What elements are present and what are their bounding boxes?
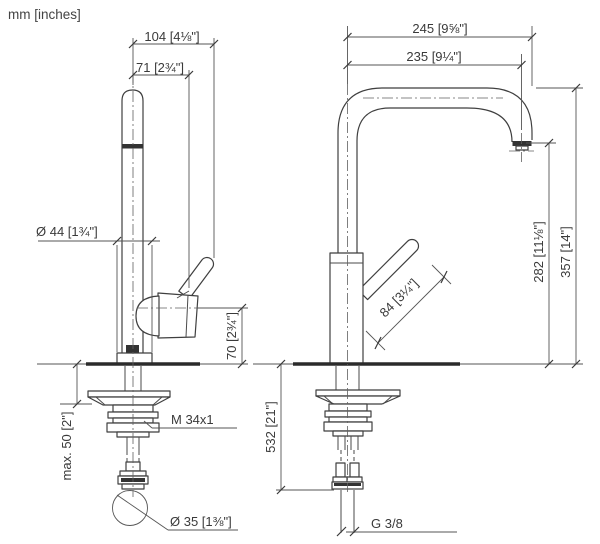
hole-diameter-label: Ø 35 [1⅜"] <box>170 514 232 529</box>
dim-max-deck: max. 50 [2"] <box>59 359 92 481</box>
aerator-band <box>122 144 143 149</box>
dim-spout-reach: 104 [4⅛"] <box>128 29 219 258</box>
stabilizer-plate <box>87 390 171 398</box>
dim-overall-reach-label: 245 [9⅝"] <box>412 21 467 36</box>
dim-max-deck-label: max. 50 [2"] <box>59 412 74 481</box>
dim-outlet-reach: 235 [9¼"] <box>343 49 526 130</box>
dim-hole-diameter: Ø 35 [1⅜"] <box>116 494 238 531</box>
dim-overall-height: 357 [14"] <box>536 83 583 369</box>
front-view-spout <box>337 87 533 256</box>
label-thread-size: M 34x1 <box>143 412 237 429</box>
outlet-tip <box>515 145 529 151</box>
spout-inner-contour <box>356 107 513 256</box>
supply-connection-label: G 3/8 <box>371 516 403 531</box>
mounting-nut-front <box>328 403 368 412</box>
lever-side <box>178 256 215 300</box>
dim-lever-height: 70 [2¾"] <box>197 303 248 369</box>
faucet-body <box>329 252 364 365</box>
dim-body-diameter-label: Ø 44 [1¾"] <box>36 224 98 239</box>
spout-column <box>121 89 144 353</box>
mounting-hole-circle <box>112 490 148 526</box>
dim-lever-height-label: 70 [2¾"] <box>224 312 239 360</box>
lever-front <box>357 238 420 301</box>
front-view-mounting <box>315 366 401 533</box>
dim-outlet-height-label: 282 [11⅛"] <box>531 221 546 282</box>
handle-hub <box>157 292 199 339</box>
dim-spout-reach-label: 104 [4⅛"] <box>144 29 199 44</box>
body-marking <box>126 345 139 353</box>
centerlines <box>132 72 534 497</box>
dim-overall-reach: 245 [9⅝"] <box>343 21 537 86</box>
spout-outer-contour <box>337 87 533 256</box>
dim-outlet-reach-label: 235 [9¼"] <box>406 49 461 64</box>
side-view-handle <box>135 256 215 339</box>
dim-spout-offset: 71 [2¾"] <box>128 60 194 288</box>
dim-outlet-height: 282 [11⅛"] <box>526 138 556 369</box>
handle-knob <box>135 295 160 337</box>
dim-spout-offset-label: 71 [2¾"] <box>136 60 184 75</box>
dim-hose-length-label: 532 [21"] <box>263 401 278 453</box>
side-view-mounting <box>87 366 171 526</box>
stabilizer-plate-front <box>315 389 401 397</box>
units-note: mm [inches] <box>8 7 81 22</box>
outlet-aerator <box>512 141 532 146</box>
thread-size-label: M 34x1 <box>171 412 214 427</box>
dim-body-diameter: Ø 44 [1¾"] <box>36 224 160 352</box>
side-view-spout-column <box>121 89 144 353</box>
dim-overall-height-label: 357 [14"] <box>558 226 573 278</box>
label-supply-connection: G 3/8 <box>336 516 457 537</box>
front-view <box>253 87 583 533</box>
dim-hose-length: 532 [21"] <box>263 359 334 495</box>
